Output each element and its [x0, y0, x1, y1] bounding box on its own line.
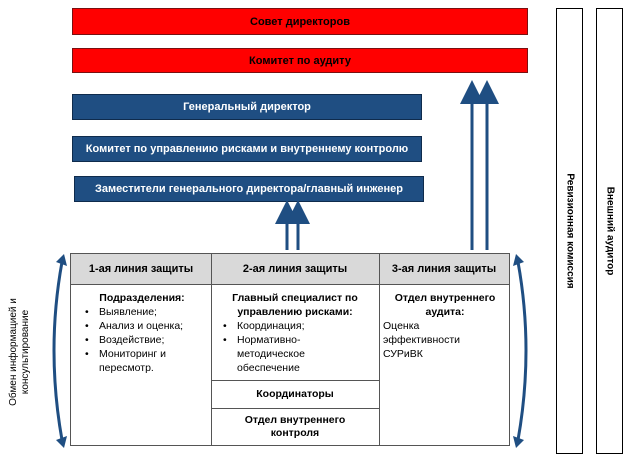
board-of-directors-label: Совет директоров — [250, 15, 350, 28]
list-item: Воздействие; — [85, 333, 207, 347]
audit-committee-box: Комитет по аудиту — [72, 48, 528, 73]
left-bracket-icon — [52, 261, 64, 441]
lines-of-defense-table: 1-ая линия защиты 2-ая линия защиты 3-ая… — [70, 253, 510, 446]
external-auditor-column: Внешний аудитор — [596, 8, 623, 454]
list-item: Анализ и оценка; — [85, 319, 207, 333]
ceo-label: Генеральный директор — [183, 101, 311, 113]
bracket-arrowhead-icon — [513, 254, 524, 266]
col-1-list: Выявление; Анализ и оценка; Воздействие;… — [77, 305, 207, 375]
col-2-title: Главный специалист по управлению рисками… — [232, 292, 358, 318]
divider-2 — [379, 254, 380, 445]
col-3-text: Оценка эффективности СУРиВК — [383, 320, 461, 360]
list-item: Выявление; — [85, 305, 207, 319]
list-item: Координация; — [223, 319, 375, 333]
audit-committee-label: Комитет по аудиту — [249, 54, 351, 67]
header-line-1: 1-ая линия защиты — [71, 254, 211, 285]
list-item: Мониторинг и пересмотр. — [85, 347, 189, 375]
col-3-title: Отдел внутреннего аудита: — [394, 292, 496, 318]
risk-committee-label: Комитет по управлению рисками и внутренн… — [85, 143, 409, 155]
internal-control-cell: Отдел внутреннего контроля — [211, 408, 379, 445]
col-2-list: Координация; Нормативно-методическое обе… — [215, 319, 375, 375]
revision-commission-column: Ревизионная комиссия — [556, 8, 583, 454]
deputies-label: Заместители генерального директора/главн… — [95, 183, 403, 195]
bracket-arrowhead-icon — [56, 254, 67, 266]
ceo-box: Генеральный директор — [72, 94, 422, 120]
coordinators-cell: Координаторы — [211, 380, 379, 408]
header-line-3: 3-ая линия защиты — [379, 254, 509, 285]
bracket-arrowhead-icon — [56, 436, 67, 448]
divider-1 — [211, 254, 212, 445]
deputies-box: Заместители генерального директора/главн… — [74, 176, 424, 202]
risk-committee-box: Комитет по управлению рисками и внутренн… — [72, 136, 422, 162]
col-3-content: Отдел внутреннего аудита: Оценка эффекти… — [383, 291, 507, 361]
col-2-content: Главный специалист по управлению рисками… — [215, 291, 375, 375]
right-bracket-icon — [516, 261, 528, 441]
board-of-directors-box: Совет директоров — [72, 8, 528, 35]
col-1-title: Подразделения: — [99, 292, 185, 304]
col-1-content: Подразделения: Выявление; Анализ и оценк… — [77, 291, 207, 375]
list-item: Нормативно-методическое обеспечение — [223, 333, 327, 375]
bracket-arrowhead-icon — [513, 436, 524, 448]
header-line-2: 2-ая линия защиты — [211, 254, 379, 285]
